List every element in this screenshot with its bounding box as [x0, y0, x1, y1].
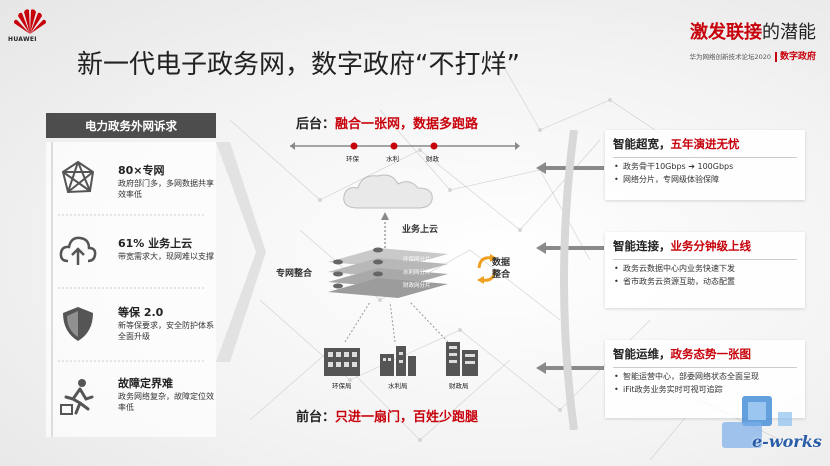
item-desc: 政务网络复杂，故障定位效率低: [118, 392, 214, 412]
list-item: 故障定界难 政务网络复杂，故障定位效率低: [46, 361, 216, 434]
building-label: 水利局: [388, 382, 408, 390]
slice-label: 环保网分片: [403, 257, 431, 263]
shield-icon: [63, 307, 93, 341]
building-links: [344, 301, 449, 343]
card-heading-b: 政务态势一张图: [670, 347, 752, 361]
left-panel-header: 电力政务外网诉求: [46, 113, 216, 138]
back-node-label: 财政: [426, 155, 439, 163]
slice-label: 水利网分片: [403, 270, 431, 276]
divider: [613, 259, 797, 260]
front-label: 前台：: [296, 410, 336, 425]
huawei-logo: [14, 9, 46, 35]
list-item: 等保 2.0 新等保要求，安全防护体系全面升级: [46, 288, 216, 361]
building-label: 环保局: [332, 382, 352, 390]
item-title: 等保 2.0: [118, 306, 164, 319]
merge-label: 专网整合: [276, 269, 313, 279]
back-end-header: 后台：融合一张网，数据多跑路: [296, 113, 478, 132]
watermark-logo: [722, 396, 792, 448]
card-heading-a: 智能运维，: [613, 347, 671, 361]
divider: [613, 157, 797, 158]
up-arrow: [381, 212, 389, 248]
card-item: 网络分片，专网级体验保障: [614, 174, 797, 185]
back-value: 融合一张网，数据多跑路: [335, 117, 479, 132]
page-title: 新一代电子政务网，数字政府“不打烊”: [77, 50, 520, 80]
cloud-icon: [343, 174, 433, 209]
card-heading-b: 业务分钟级上线: [670, 239, 752, 253]
tagline-rest: 的潜能: [762, 22, 816, 43]
sync-icon: [477, 254, 497, 284]
left-panel: 80×专网 政府部门多，多网数据共享效率低 61% 业务上云 带宽需求大，现网难…: [46, 142, 216, 437]
slice-label: 财政网分片: [403, 283, 431, 289]
back-nodes-line: [290, 142, 520, 150]
card-item: 政务云数据中心内业务快速下发: [614, 263, 797, 274]
logo-text: HUAWEI: [8, 36, 37, 43]
item-desc: 新等保要求，安全防护体系全面升级: [118, 321, 214, 341]
item-desc: 带宽需求大，现网难以支撑: [118, 252, 214, 261]
list-item: 61% 业务上云 带宽需求大，现网难以支撑: [46, 215, 216, 288]
card-heading: 智能超宽，五年演进无忧: [605, 130, 805, 152]
front-value: 只进一扇门，百姓少跑腿: [335, 410, 479, 425]
tagline-red: 激发联接: [690, 22, 762, 43]
brand-tag: 数字政府: [774, 52, 816, 62]
back-node-label: 水利: [386, 155, 399, 163]
cloud-label: 业务上云: [402, 225, 439, 235]
chevron-right-icon: [216, 142, 266, 362]
item-title: 80×专网: [118, 164, 165, 177]
card-heading: 智能连接，业务分钟级上线: [605, 232, 805, 254]
card-item: iFit政务业务实时可视可追踪: [614, 384, 797, 395]
back-node-label: 环保: [346, 155, 359, 163]
running-person-icon: [60, 379, 94, 415]
item-title: 故障定界难: [118, 377, 173, 390]
right-card: 智能超宽，五年演进无忧 政务骨干10Gbps ➔ 100Gbps 网络分片，专网…: [605, 130, 805, 200]
brand-tagline: 激发联接的潜能: [689, 18, 816, 44]
right-card: 智能连接，业务分钟级上线 政务云数据中心内业务快速下发 省市政务云资源互助，动态…: [605, 232, 805, 308]
divider: [613, 367, 797, 368]
watermark-text: e-works: [752, 432, 822, 451]
network-mesh-icon: [61, 160, 95, 194]
card-heading-b: 五年演进无忧: [670, 137, 740, 151]
front-end-header: 前台：只进一扇门，百姓少跑腿: [296, 406, 478, 425]
left-arrows: [536, 130, 604, 430]
network-slices: [328, 247, 448, 298]
cloud-upload-icon: [59, 236, 97, 265]
card-item: 省市政务云资源互助，动态配置: [614, 276, 797, 287]
building-label: 财政局: [449, 382, 469, 390]
data-merge-label: 数据整合: [492, 258, 511, 280]
building-icon: [380, 346, 416, 376]
item-desc: 政府部门多，多网数据共享效率低: [118, 179, 214, 199]
card-heading: 智能运维，政务态势一张图: [605, 340, 805, 362]
list-item: 80×专网 政府部门多，多网数据共享效率低: [46, 142, 216, 215]
building-icon: [324, 348, 360, 376]
item-title: 61% 业务上云: [118, 237, 193, 250]
card-item: 政务骨干10Gbps ➔ 100Gbps: [614, 161, 797, 172]
card-heading-a: 智能连接，: [613, 239, 671, 253]
building-icon: [446, 342, 478, 376]
back-label: 后台：: [296, 117, 336, 132]
card-heading-a: 智能超宽，: [613, 137, 671, 151]
brand-subtitle: 华为网络创新技术论坛2020: [689, 53, 771, 61]
card-item: 智能运营中心，部委网络状态全面呈现: [614, 371, 797, 382]
